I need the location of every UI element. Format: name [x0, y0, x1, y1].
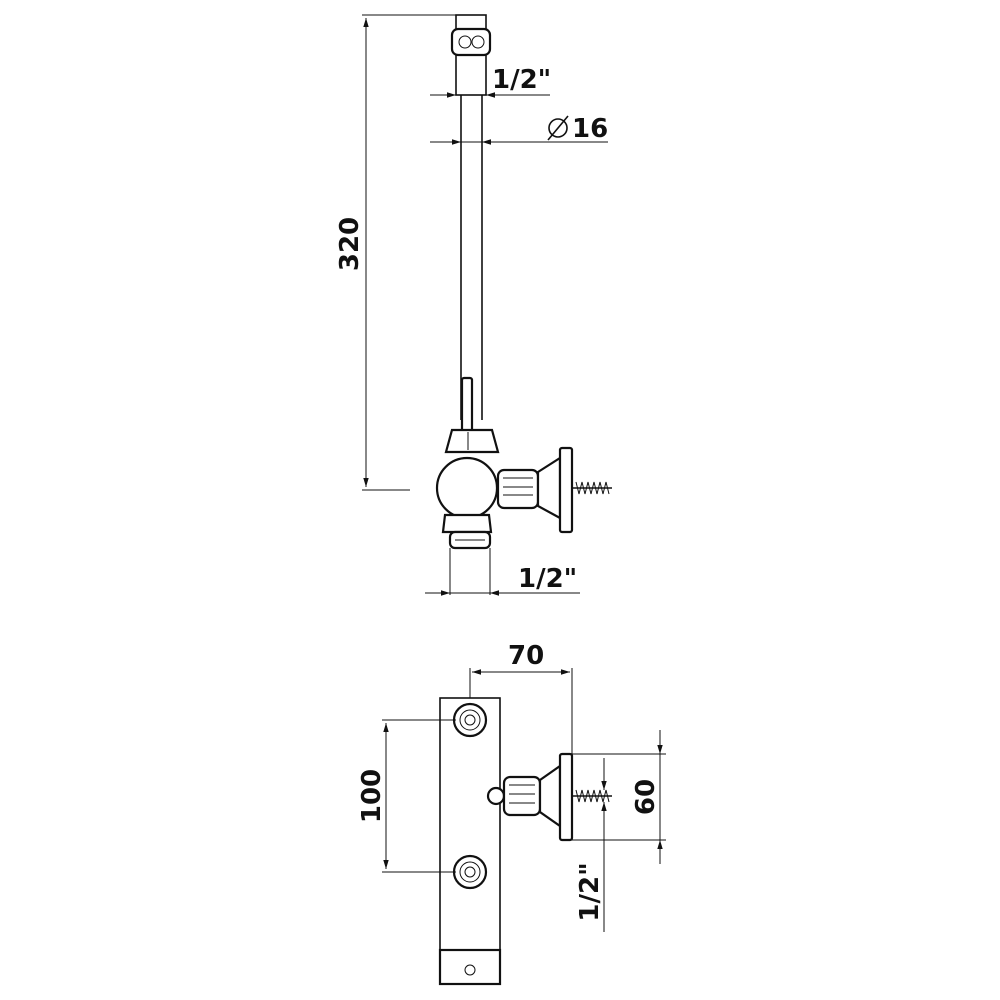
top-thread-dim-label: 1/2" — [492, 65, 551, 95]
diameter-symbol-icon — [547, 115, 569, 141]
valve-body — [435, 456, 499, 550]
side-outlet — [496, 446, 612, 534]
valve-lever — [444, 376, 500, 454]
wall-screw — [572, 481, 612, 495]
flange-dim-label: 60 — [631, 779, 661, 815]
side-view: 320 1/2" 16 1/2" — [335, 14, 612, 596]
top-thread-dimension: 1/2" — [430, 65, 551, 98]
top-connector — [450, 14, 492, 96]
spacing-dim-label: 100 — [357, 769, 387, 823]
tube-diameter-dimension: 16 — [430, 114, 608, 145]
flange-dimension: 60 — [572, 730, 666, 864]
bottom-stub — [449, 548, 491, 595]
upper-fitting — [452, 702, 488, 738]
height-dimension: 320 — [335, 14, 456, 491]
bottom-thread-dim-label: 1/2" — [518, 564, 577, 594]
front-side-outlet — [486, 752, 612, 842]
tube-diameter-dim-label: 16 — [572, 114, 608, 144]
front-wall-screw — [572, 789, 612, 803]
riser-tube — [460, 94, 483, 420]
width-dimension: 70 — [469, 641, 573, 754]
width-dim-label: 70 — [508, 641, 544, 671]
front-view: 70 100 60 1/2" — [357, 641, 666, 986]
bottom-thread-dimension: 1/2" — [425, 564, 580, 596]
height-dim-label: 320 — [335, 217, 365, 271]
spacing-dimension: 100 — [357, 719, 456, 873]
outlet-thread-dim-label: 1/2" — [575, 862, 605, 921]
lower-fitting — [452, 854, 488, 890]
outlet-thread-dimension: 1/2" — [575, 758, 607, 932]
manifold-body — [438, 697, 502, 986]
